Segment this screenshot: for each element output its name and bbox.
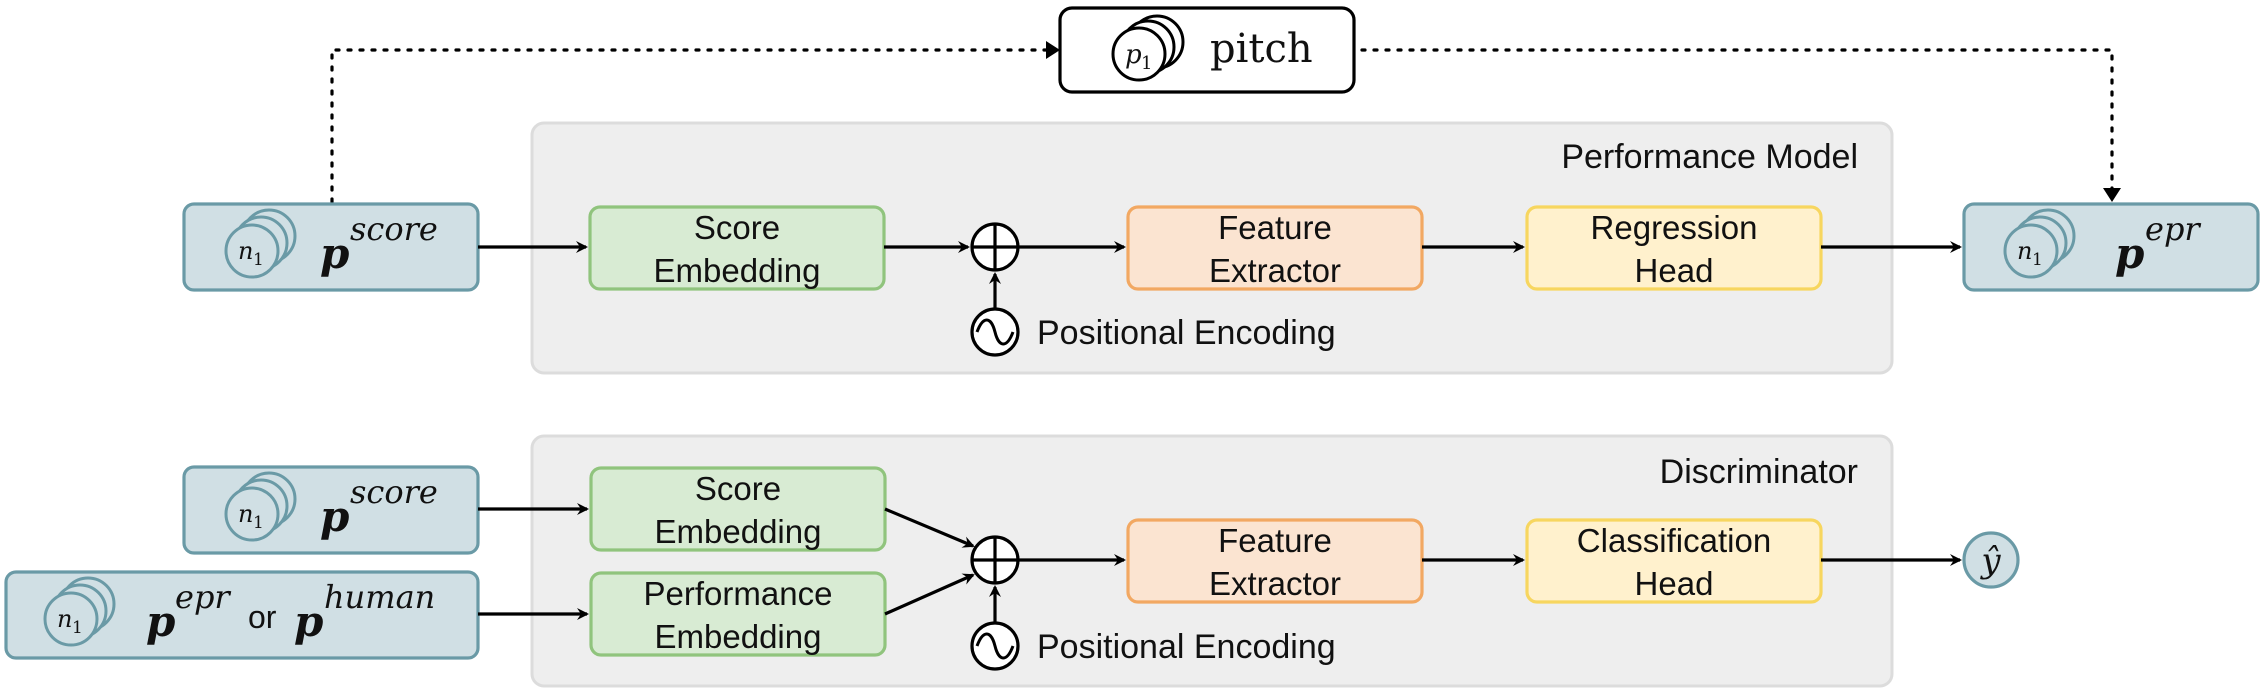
note-token-stack-icon: n 1 [2003, 208, 2076, 279]
pm-regression-head-block: Regression Head [1525, 205, 1823, 291]
p-symbol: p [294, 597, 323, 646]
d-sum-node-icon [970, 535, 1020, 585]
p-symbol: p [320, 229, 349, 278]
superscript-epr: epr [2145, 210, 2201, 248]
pitch-token-stack-icon: p 1 [1111, 14, 1185, 82]
pm-positional-label: Positional Encoding [1037, 314, 1336, 352]
dotted-connector-left [330, 48, 1054, 204]
dotted-arrowhead-right [2103, 188, 2121, 202]
d-feature-extractor-block: Feature Extractor [1126, 518, 1424, 604]
discriminator-title: Discriminator [1660, 453, 1858, 491]
svg-text:Feature: Feature [1218, 209, 1332, 246]
svg-text:Performance: Performance [644, 575, 833, 612]
svg-text:Extractor: Extractor [1209, 252, 1341, 289]
p-symbol: p [320, 492, 349, 541]
superscript-human: human [324, 578, 435, 616]
note-token-stack-icon: n 1 [224, 471, 297, 542]
d-positional-encoding: Positional Encoding [970, 621, 1336, 671]
yhat-symbol: ŷ [1979, 541, 2001, 581]
svg-text:Classification: Classification [1577, 522, 1771, 559]
superscript-score: score [350, 210, 438, 248]
or-label: or [248, 599, 277, 635]
svg-text:n: n [238, 237, 253, 265]
pm-score-embedding-block: Score Embedding [588, 205, 886, 291]
svg-text:Embedding: Embedding [654, 252, 821, 289]
svg-text:Head: Head [1635, 565, 1714, 602]
pitch-symbol: p [1125, 40, 1142, 70]
p-symbol: p [146, 597, 175, 646]
d-output-yhat: ŷ [1962, 531, 2020, 589]
d-positional-label: Positional Encoding [1037, 628, 1336, 666]
pm-output-epr-token: n 1 p epr [1962, 202, 2260, 292]
sine-wave-icon [970, 307, 1020, 357]
d-performance-embedding-block: Performance Embedding [589, 571, 887, 657]
svg-text:n: n [2017, 237, 2032, 265]
superscript-score: score [350, 473, 438, 511]
d-input-performance-token: n 1 p epr or p human [4, 570, 480, 660]
svg-text:n: n [57, 605, 72, 633]
svg-text:1: 1 [72, 618, 83, 638]
pitch-subscript: 1 [1141, 53, 1152, 74]
svg-text:Head: Head [1635, 252, 1714, 289]
svg-text:1: 1 [253, 250, 264, 270]
svg-text:1: 1 [2032, 250, 2043, 270]
pitch-label: pitch [1210, 26, 1313, 72]
p-symbol: p [2115, 229, 2144, 278]
pm-feature-extractor-block: Feature Extractor [1126, 205, 1424, 291]
svg-text:1: 1 [253, 513, 264, 533]
svg-text:Extractor: Extractor [1209, 565, 1341, 602]
note-token-stack-icon: n 1 [224, 208, 297, 279]
pitch-box: p 1 pitch [1058, 6, 1356, 94]
svg-text:Score: Score [694, 209, 780, 246]
pm-sum-node-icon [970, 222, 1020, 272]
note-token-stack-icon: n 1 [43, 576, 116, 647]
svg-text:Regression: Regression [1591, 209, 1758, 246]
svg-text:Score: Score [695, 470, 781, 507]
performance-model-title: Performance Model [1561, 138, 1858, 176]
pm-input-score-token: n 1 p score [182, 202, 480, 292]
d-classification-head-block: Classification Head [1525, 518, 1823, 604]
svg-text:n: n [238, 500, 253, 528]
svg-text:Embedding: Embedding [655, 618, 822, 655]
dotted-arrowhead-left [1046, 41, 1060, 59]
sine-wave-icon [970, 621, 1020, 671]
svg-text:Feature: Feature [1218, 522, 1332, 559]
svg-text:Embedding: Embedding [655, 513, 822, 550]
pm-arrows [478, 241, 1962, 309]
d-arrows [478, 503, 1962, 623]
d-input-score-token: n 1 p score [182, 465, 480, 555]
d-score-embedding-block: Score Embedding [589, 466, 887, 552]
superscript-epr: epr [175, 578, 231, 616]
